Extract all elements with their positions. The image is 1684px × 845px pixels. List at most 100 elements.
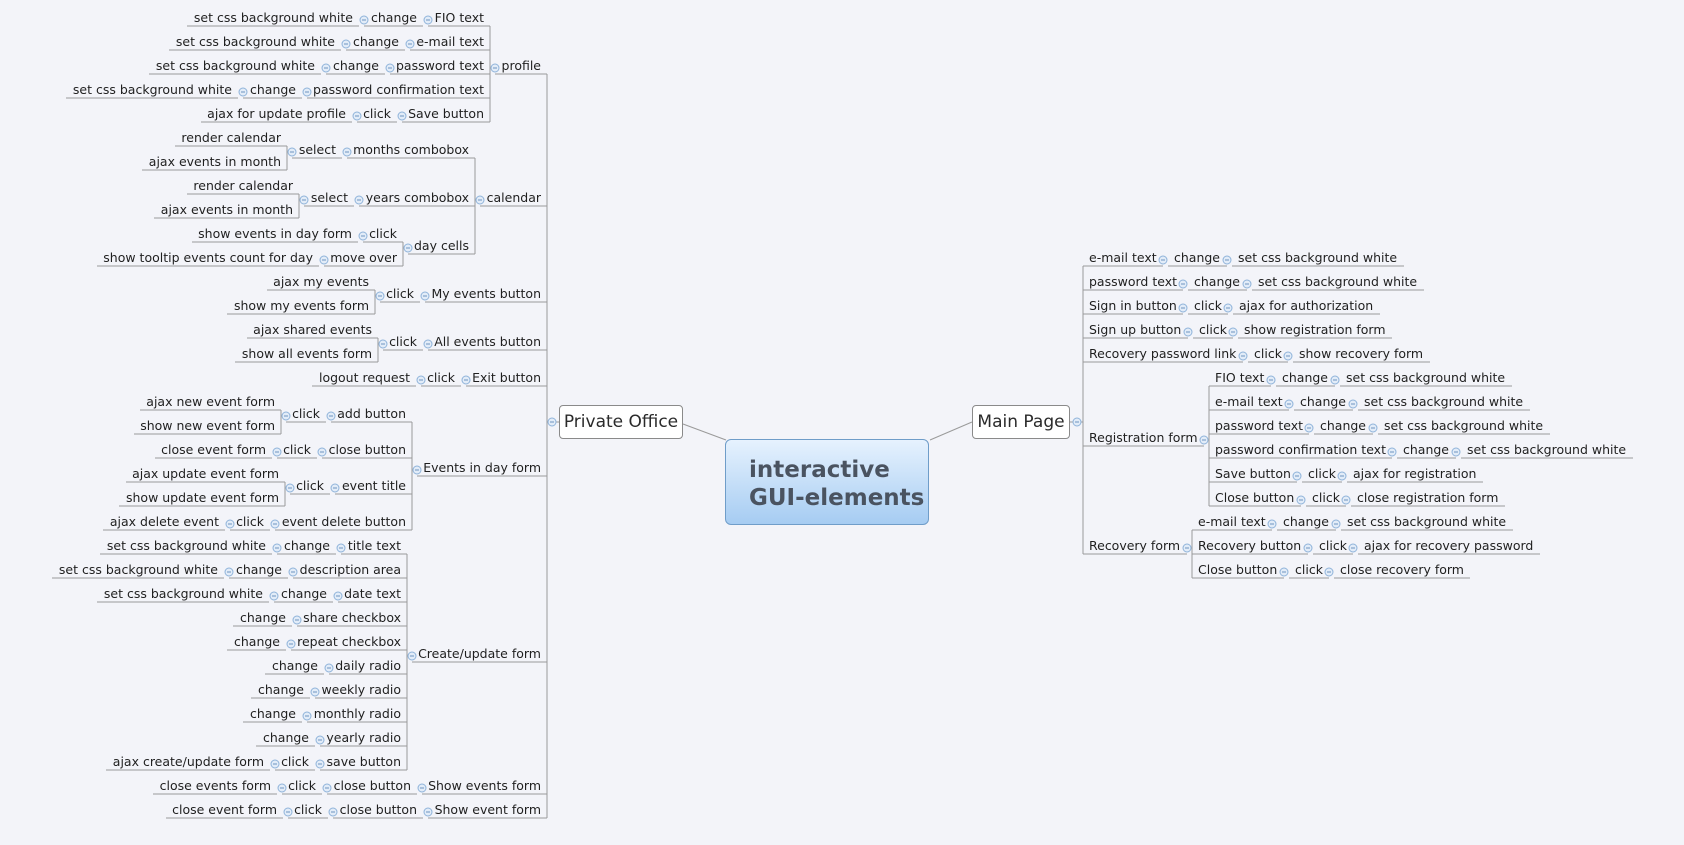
main-topic-main-page[interactable]: Main Page [972,405,1070,439]
topic-ajax-new-event-form[interactable]: ajax new event form [146,394,275,409]
topic-click[interactable]: click [1194,298,1222,313]
topic-close-recovery-form[interactable]: close recovery form [1340,562,1464,577]
topic-sign-in-button[interactable]: Sign in button [1089,298,1177,313]
topic-password-text[interactable]: password text [1089,274,1177,289]
topic-ajax-update-event-form[interactable]: ajax update event form [132,466,279,481]
topic-ajax-for-authorization[interactable]: ajax for authorization [1239,298,1374,313]
topic-change[interactable]: change [370,10,417,25]
topic-exit-button[interactable]: Exit button [472,370,541,385]
topic-e-mail-text[interactable]: e-mail text [1215,394,1283,409]
topic-set-css-background-white[interactable]: set css background white [1364,394,1524,409]
topic-monthly-radio[interactable]: monthly radio [313,706,401,721]
topic-months-combobox[interactable]: months combobox [353,142,469,157]
topic-event-delete-button[interactable]: event delete button [281,514,406,529]
topic-events-in-day-form[interactable]: Events in day form [423,460,541,475]
topic-description-area[interactable]: description area [299,562,401,577]
topic-set-css-background-white[interactable]: set css background white [58,562,218,577]
topic-password-text[interactable]: password text [396,58,484,73]
topic-ajax-for-update-profile[interactable]: ajax for update profile [207,106,346,121]
topic-move-over[interactable]: move over [330,250,397,265]
topic-close-button[interactable]: Close button [1215,490,1295,505]
topic-ajax-create-update-form[interactable]: ajax create/update form [112,754,264,769]
topic-recovery-button[interactable]: Recovery button [1198,538,1302,553]
topic-close-button[interactable]: Close button [1198,562,1278,577]
topic-click[interactable]: click [363,106,391,121]
topic-click[interactable]: click [1295,562,1323,577]
topic-share-checkbox[interactable]: share checkbox [303,610,401,625]
topic-close-event-form[interactable]: close event form [172,802,277,817]
topic-click[interactable]: click [236,514,264,529]
topic-show-event-form[interactable]: Show event form [434,802,541,817]
topic-close-button[interactable]: close button [328,442,406,457]
topic-change[interactable]: change [352,34,399,49]
topic-change[interactable]: change [1300,394,1347,409]
topic-show-registration-form[interactable]: show registration form [1244,322,1386,337]
topic-click[interactable]: click [1199,322,1227,337]
topic-set-css-background-white[interactable]: set css background white [175,34,335,49]
topic-set-css-background-white[interactable]: set css background white [1238,250,1398,265]
topic-registration-form[interactable]: Registration form [1089,430,1198,445]
topic-show-tooltip-events-count-for-day[interactable]: show tooltip events count for day [103,250,313,265]
topic-change[interactable]: change [257,682,304,697]
topic-daily-radio[interactable]: daily radio [335,658,401,673]
topic-click[interactable]: click [281,754,309,769]
central-topic[interactable]: interactive GUI-elements [725,439,929,525]
topic-years-combobox[interactable]: years combobox [365,190,469,205]
topic-change[interactable]: change [271,658,318,673]
topic-fio-text[interactable]: FIO text [434,10,484,25]
topic-weekly-radio[interactable]: weekly radio [321,682,401,697]
topic-show-events-form[interactable]: Show events form [428,778,541,793]
topic-ajax-delete-event[interactable]: ajax delete event [109,514,219,529]
topic-click[interactable]: click [292,406,320,421]
topic-change[interactable]: change [233,634,280,649]
topic-recovery-password-link[interactable]: Recovery password link [1089,346,1237,361]
topic-e-mail-text[interactable]: e-mail text [1198,514,1266,529]
topic-select[interactable]: select [298,142,336,157]
topic-set-css-background-white[interactable]: set css background white [72,82,232,97]
topic-click[interactable]: click [389,334,417,349]
topic-close-button[interactable]: close button [339,802,417,817]
topic-e-mail-text[interactable]: e-mail text [1089,250,1157,265]
topic-day-cells[interactable]: day cells [414,238,469,253]
topic-render-calendar[interactable]: render calendar [193,178,293,193]
topic-change[interactable]: change [1403,442,1450,457]
topic-set-css-background-white[interactable]: set css background white [103,586,263,601]
topic-click[interactable]: click [1254,346,1282,361]
topic-ajax-for-registration[interactable]: ajax for registration [1353,466,1477,481]
topic-ajax-events-in-month[interactable]: ajax events in month [160,202,293,217]
topic-show-update-event-form[interactable]: show update event form [125,490,279,505]
topic-set-css-background-white[interactable]: set css background white [1384,418,1544,433]
topic-logout-request[interactable]: logout request [318,370,410,385]
topic-save-button[interactable]: Save button [1215,466,1291,481]
topic-click[interactable]: click [427,370,455,385]
topic-change[interactable]: change [1320,418,1367,433]
topic-click[interactable]: click [1312,490,1340,505]
topic-change[interactable]: change [239,610,286,625]
topic-save-button[interactable]: Save button [408,106,484,121]
topic-recovery-form[interactable]: Recovery form [1089,538,1181,553]
main-topic-private-office[interactable]: Private Office [559,405,683,439]
topic-change[interactable]: change [249,82,296,97]
topic-close-events-form[interactable]: close events form [159,778,271,793]
topic-my-events-button[interactable]: My events button [431,286,541,301]
topic-date-text[interactable]: date text [344,586,401,601]
topic-change[interactable]: change [235,562,282,577]
topic-sign-up-button[interactable]: Sign up button [1089,322,1182,337]
topic-render-calendar[interactable]: render calendar [181,130,281,145]
topic-set-css-background-white[interactable]: set css background white [1258,274,1418,289]
topic-close-registration-form[interactable]: close registration form [1357,490,1499,505]
topic-click[interactable]: click [1319,538,1347,553]
topic-select[interactable]: select [310,190,348,205]
topic-e-mail-text[interactable]: e-mail text [416,34,484,49]
topic-close-event-form[interactable]: close event form [161,442,266,457]
topic-click[interactable]: click [288,778,316,793]
topic-show-recovery-form[interactable]: show recovery form [1299,346,1424,361]
topic-password-confirmation-text[interactable]: password confirmation text [1215,442,1386,457]
topic-change[interactable]: change [1283,514,1330,529]
topic-change[interactable]: change [249,706,296,721]
topic-event-title[interactable]: event title [341,478,406,493]
topic-set-css-background-white[interactable]: set css background white [193,10,353,25]
topic-yearly-radio[interactable]: yearly radio [326,730,401,745]
topic-save-button[interactable]: save button [326,754,401,769]
topic-click[interactable]: click [283,442,311,457]
